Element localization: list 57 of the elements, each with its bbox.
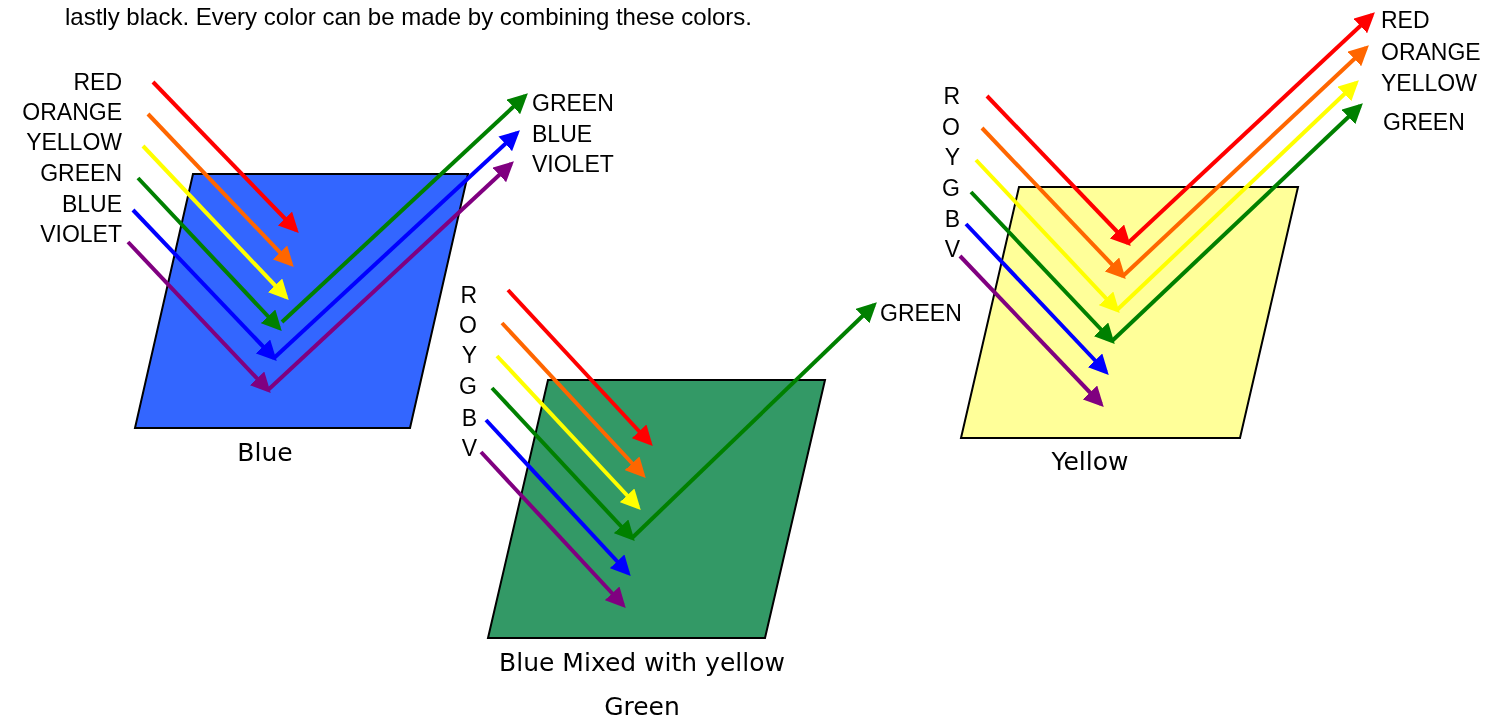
color-label: V bbox=[461, 435, 477, 461]
light-ray-arrow bbox=[500, 321, 646, 478]
color-label: V bbox=[944, 236, 960, 262]
color-label: ORANGE bbox=[22, 99, 122, 125]
color-label: B bbox=[461, 405, 477, 431]
light-ray-arrow bbox=[974, 158, 1120, 313]
light-ray-arrow bbox=[490, 386, 635, 541]
surface-label: Yellow bbox=[1051, 447, 1129, 476]
light-ray-arrow bbox=[495, 354, 641, 510]
light-ray-arrow bbox=[484, 418, 631, 576]
color-label: RED bbox=[73, 69, 122, 95]
light-ray-arrow bbox=[136, 176, 282, 331]
light-ray-arrow bbox=[980, 126, 1126, 279]
light-ray-arrow bbox=[969, 190, 1115, 344]
color-label: GREEN bbox=[880, 300, 962, 326]
color-label: R bbox=[943, 83, 960, 109]
light-ray-arrow bbox=[131, 208, 277, 361]
color-label: G bbox=[942, 175, 960, 201]
light-ray-arrow bbox=[151, 80, 299, 233]
light-ray-arrow bbox=[141, 144, 289, 300]
light-ray-arrow bbox=[985, 94, 1131, 246]
light-ray-arrow bbox=[146, 112, 294, 267]
light-ray-arrow bbox=[964, 222, 1109, 375]
surface-label: Blue Mixed with yellow bbox=[499, 648, 785, 677]
light-ray-arrow bbox=[1115, 80, 1359, 312]
color-label: GREEN bbox=[1383, 109, 1465, 135]
color-label: Y bbox=[944, 144, 960, 170]
color-label: R bbox=[460, 282, 477, 308]
surface-label: Blue bbox=[237, 438, 293, 467]
light-ray-arrow bbox=[126, 240, 271, 393]
color-label: O bbox=[459, 312, 477, 338]
color-label: VIOLET bbox=[40, 221, 122, 247]
light-ray-arrow bbox=[1110, 103, 1363, 343]
color-label: B bbox=[944, 206, 960, 232]
color-label: YELLOW bbox=[1381, 70, 1477, 96]
color-label: G bbox=[459, 373, 477, 399]
color-label: RED bbox=[1381, 7, 1430, 33]
color-label: O bbox=[942, 114, 960, 140]
light-ray-arrow bbox=[630, 302, 877, 540]
light-ray-arrow bbox=[1126, 12, 1375, 245]
light-ray-arrow bbox=[272, 130, 520, 360]
color-label: VIOLET bbox=[532, 151, 614, 177]
light-ray-arrow bbox=[479, 450, 626, 608]
color-label: BLUE bbox=[61, 191, 122, 217]
color-label: YELLOW bbox=[26, 129, 122, 155]
light-ray-arrow bbox=[1121, 45, 1369, 278]
color-label: GREEN bbox=[532, 90, 614, 116]
note-text: lastly black. Every color can be made by combining these colors. bbox=[65, 4, 752, 30]
light-ray-arrow bbox=[266, 161, 514, 392]
light-ray-arrow bbox=[280, 93, 528, 324]
color-label: BLUE bbox=[532, 121, 593, 147]
light-ray-arrow bbox=[958, 254, 1104, 407]
light-ray-arrow bbox=[506, 288, 653, 446]
surface-label: Green bbox=[604, 692, 680, 721]
color-label: GREEN bbox=[40, 160, 122, 186]
color-label: ORANGE bbox=[1381, 39, 1481, 65]
color-label: Y bbox=[461, 342, 477, 368]
